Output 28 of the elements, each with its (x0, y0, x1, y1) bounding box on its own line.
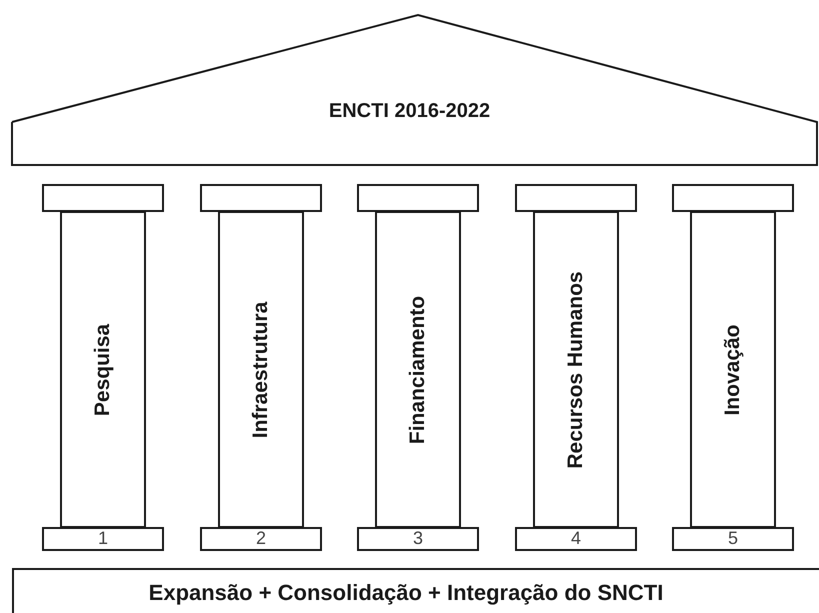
pillar-column (60, 211, 146, 528)
column-base (200, 527, 322, 551)
pillar-label: Infraestrutura (249, 301, 273, 438)
pillar-number: 2 (256, 528, 266, 549)
column-base (42, 527, 164, 551)
column-base (357, 527, 479, 551)
column-base (515, 527, 637, 551)
pillar-column (375, 211, 461, 528)
pillar-label: Inovação (721, 324, 745, 416)
pillar-number: 3 (413, 528, 423, 549)
pillar-column (690, 211, 776, 528)
pillar-label: Pesquisa (91, 323, 115, 416)
pillar-label: Financiamento (406, 295, 430, 444)
foundation-text: Expansão + Consolidação + Integração do SNCTI (148, 580, 664, 606)
foundation-band (12, 568, 819, 613)
pillar-number: 5 (728, 528, 738, 549)
roof-title: ENCTI 2016-2022 (328, 100, 490, 123)
pillar-column (218, 211, 304, 528)
pillar-label: Recursos Humanos (564, 270, 588, 468)
pillar-number: 4 (571, 528, 581, 549)
column-capital (515, 184, 637, 212)
column-base (672, 527, 794, 551)
pillar-column (533, 211, 619, 528)
pillar-number: 1 (98, 528, 108, 549)
column-capital (357, 184, 479, 212)
column-capital (42, 184, 164, 212)
column-capital (200, 184, 322, 212)
column-capital (672, 184, 794, 212)
